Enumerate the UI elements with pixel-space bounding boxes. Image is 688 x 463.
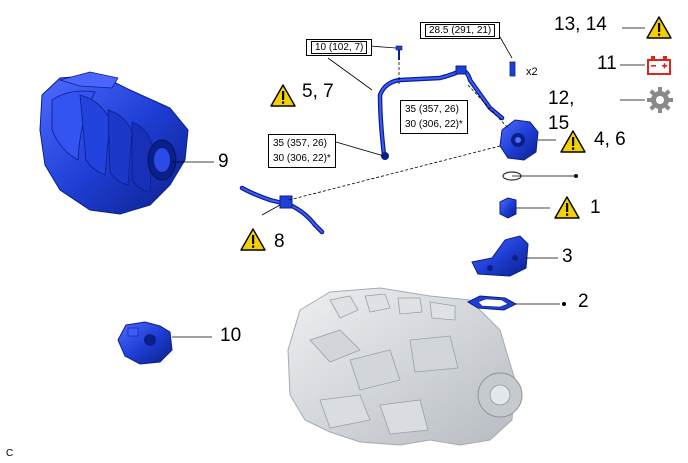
part-label-3: 3: [562, 246, 573, 267]
intake-manifold: [39, 71, 189, 215]
corner-label: C: [6, 448, 14, 459]
bullet-dot: [562, 302, 566, 306]
battery-icon: [647, 56, 671, 75]
part-label-9: 9: [218, 151, 229, 172]
warning-icon: [554, 196, 580, 219]
vacuum-valve: [117, 321, 173, 365]
part-label-4-6: 4, 6: [594, 129, 626, 150]
part-label-2: 2: [578, 291, 589, 312]
part-label-12: 12,: [548, 88, 575, 109]
torque-spec-value: 28.5 (291, 21): [425, 24, 496, 37]
part-label-11: 11: [597, 53, 617, 74]
part-label-15: 15: [548, 113, 570, 134]
torque-spec-line: 35 (357, 26): [405, 104, 459, 115]
quantity-label: x2: [526, 66, 538, 78]
bolt-upper-left: [395, 45, 403, 60]
pump-bracket: [471, 235, 529, 277]
engine-block: [287, 287, 523, 446]
gear-icon: [647, 87, 673, 113]
torque-spec-box-pump-bolt: 28.5 (291, 21): [420, 22, 501, 39]
torque-spec-value: 10 (102, 7): [311, 41, 368, 54]
warning-icon: [270, 84, 296, 107]
torque-spec-line: 30 (306, 22)*: [405, 119, 463, 130]
torque-spec-box-pipe-lower: 35 (357, 26) 30 (306, 22)*: [268, 134, 336, 168]
fuel-pipe-lower: [239, 185, 325, 235]
torque-spec-line: 30 (306, 22)*: [273, 153, 331, 164]
part-label-5-7: 5, 7: [302, 81, 334, 102]
part-label-1: 1: [590, 197, 601, 218]
pump-gasket: [466, 295, 518, 311]
part-label-8: 8: [274, 231, 285, 252]
part-label-13-14: 13, 14: [554, 14, 607, 35]
torque-spec-box-pipe-upper: 35 (357, 26) 30 (306, 22)*: [400, 100, 468, 134]
leader-lines: [172, 27, 645, 338]
part-label-10: 10: [220, 325, 242, 346]
torque-spec-box-bolt: 10 (102, 7): [306, 39, 373, 56]
bullet-dot: [574, 174, 578, 178]
torque-spec-line: 35 (357, 26): [273, 138, 327, 149]
pump-lifter: [499, 197, 517, 219]
fuel-pump: [499, 61, 539, 161]
warning-icon: [646, 16, 672, 39]
warning-icon: [240, 228, 266, 251]
warning-icon: [560, 130, 586, 153]
fuel-pipe-upper: [377, 65, 505, 160]
